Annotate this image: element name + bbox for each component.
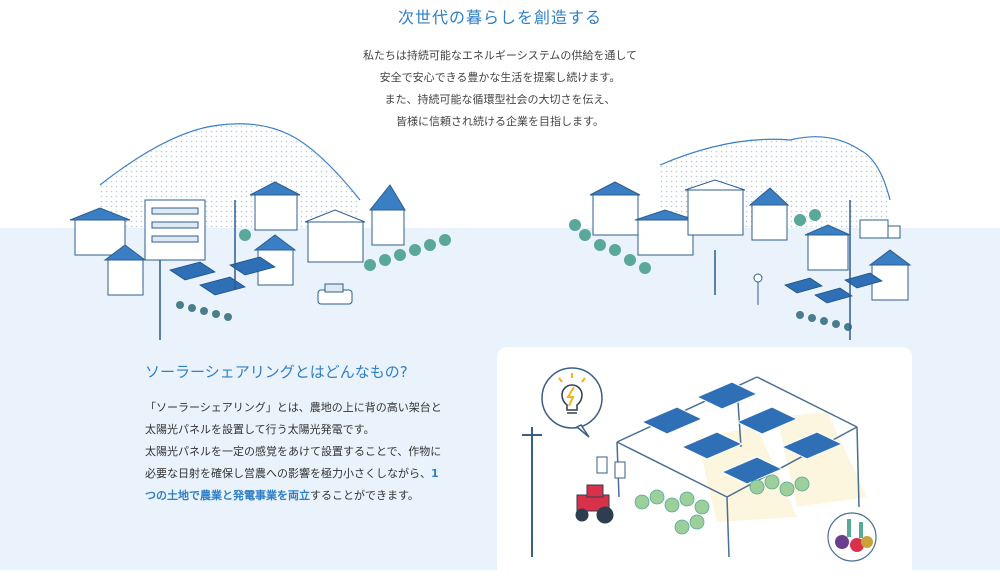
solar-sharing-illustration [522, 376, 877, 562]
solar-sharing-card [497, 347, 912, 577]
section-body: 「ソーラーシェアリング」とは、農地の上に背の高い架台と 太陽光パネルを設置して行… [145, 397, 442, 507]
body-line-text: することができます。 [310, 489, 419, 502]
intro-line: 安全で安心できる豊かな生活を提案し続けます。 [379, 71, 621, 84]
light-bulb-icon [541, 367, 603, 438]
body-line: 太陽光パネルを設置して行う太陽光発電です。 [145, 423, 375, 436]
body-line: 必要な日射を確保し営農への影響を極力小さくしながら、1 [145, 463, 442, 485]
page-title: 次世代の暮らしを創造する [397, 8, 602, 27]
body-line: 太陽光パネルを一定の感覚をあけて設置することで、作物に [145, 445, 442, 458]
tractor [575, 484, 614, 524]
town-illustration-left [69, 123, 451, 340]
section-title: ソーラーシェアリングとはどんなもの? [145, 363, 408, 381]
body-line-text: 必要な日射を確保し営農への影響を極力小さくしながら、 [145, 467, 431, 480]
town-illustration-right [569, 136, 912, 340]
intro-line: また、持続可能な循環型社会の大切さを伝え、 [384, 93, 616, 106]
intro-text: 私たちは持続可能なエネルギーシステムの供給を通して 安全で安心できる豊かな生活を… [0, 45, 1000, 133]
body-line: 「ソーラーシェアリング」とは、農地の上に背の高い架台と [145, 401, 442, 414]
highlight-text: つの土地で農業と発電事業を両立 [145, 489, 310, 502]
intro-line: 私たちは持続可能なエネルギーシステムの供給を通して [362, 49, 638, 62]
highlight-text: 1 [431, 467, 439, 480]
intro-line: 皆様に信頼され続ける企業を目指します。 [396, 115, 604, 128]
body-line: つの土地で農業と発電事業を両立することができます。 [145, 485, 442, 507]
